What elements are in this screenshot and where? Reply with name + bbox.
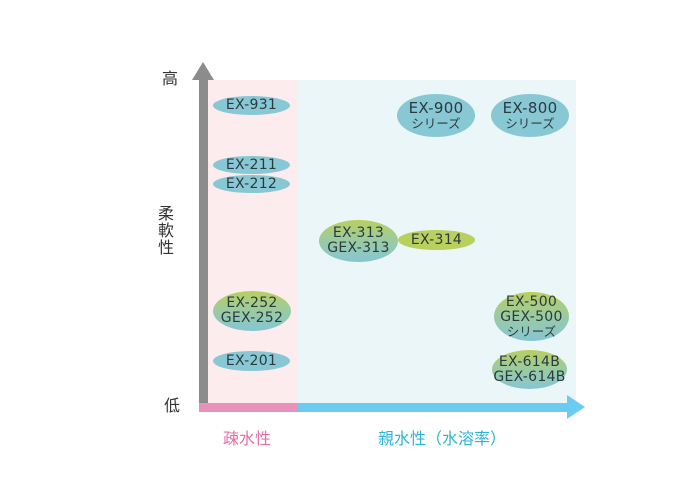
product-series: シリーズ (506, 323, 557, 339)
product-name: EX-614B (498, 353, 561, 370)
product-name: EX-800 (502, 99, 558, 118)
product-ex201: EX-201 (213, 351, 290, 371)
hydrophobic-zone (207, 80, 298, 405)
product-ex614b: EX-614B GEX-614B (492, 350, 567, 389)
product-series: シリーズ (411, 115, 461, 131)
product-ex252: EX-252 GEX-252 (213, 291, 291, 331)
y-axis-low-label: 低 (164, 396, 181, 415)
product-name: EX-500 (505, 294, 558, 311)
product-name: EX-314 (410, 231, 463, 248)
product-ex900: EX-900 シリーズ (397, 94, 475, 137)
product-name-secondary: GEX-500 (500, 308, 563, 325)
product-name-secondary: GEX-313 (327, 240, 390, 256)
x-axis-hydrophilic-segment (298, 403, 570, 412)
product-ex212: EX-212 (213, 175, 290, 193)
product-ex800: EX-800 シリーズ (491, 94, 569, 137)
x-axis-corner (199, 403, 207, 412)
y-axis-line (199, 78, 208, 408)
product-ex500: EX-500 GEX-500 シリーズ (494, 292, 569, 341)
product-ex931: EX-931 (213, 96, 290, 115)
x-axis-hydrophobic-label: 疎水性 (223, 429, 272, 448)
product-ex314: EX-314 (398, 230, 475, 250)
product-name: EX-212 (225, 175, 278, 192)
y-axis-high-label: 高 (162, 69, 179, 88)
y-axis-arrow-icon (192, 62, 214, 80)
product-name: EX-931 (225, 97, 278, 114)
product-ex313: EX-313 GEX-313 (319, 220, 398, 262)
x-axis-hydrophobic-segment (207, 403, 298, 412)
y-axis-title: 柔軟性 (157, 204, 174, 257)
product-name: EX-900 (408, 99, 464, 118)
product-series: シリーズ (505, 115, 555, 131)
product-name: EX-211 (225, 156, 278, 173)
x-axis-arrow-icon (567, 395, 585, 419)
product-name-secondary: GEX-252 (220, 310, 284, 326)
product-name: EX-252 (226, 295, 278, 312)
product-name-secondary: GEX-614B (493, 368, 566, 385)
product-name: EX-313 (332, 225, 385, 242)
product-ex211: EX-211 (213, 156, 290, 174)
product-name: EX-201 (225, 352, 278, 369)
x-axis-hydrophilic-label: 親水性（水溶率） (378, 429, 507, 448)
